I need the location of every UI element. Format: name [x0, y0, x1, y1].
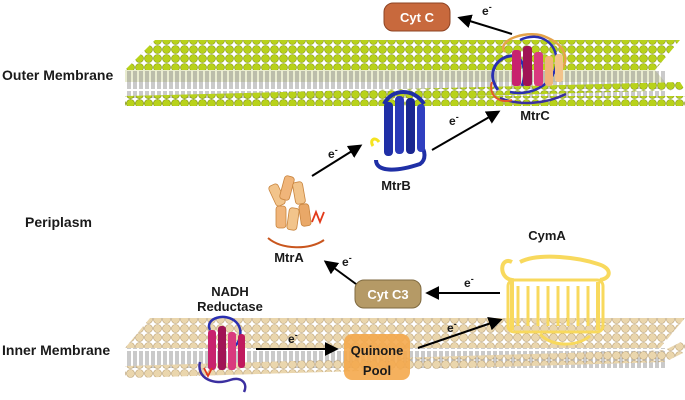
mtrb-protein [370, 90, 427, 172]
mtrb-label: MtrB [381, 178, 411, 193]
periplasm-label: Periplasm [25, 214, 92, 230]
cyt-c-box [383, 2, 451, 32]
outer-membrane-top-leaflet [125, 40, 680, 70]
electron-label: e- [447, 319, 457, 335]
electron-label: e- [464, 274, 474, 290]
mtra-label: MtrA [274, 250, 304, 265]
outer-membrane [125, 40, 685, 106]
inner-membrane-label: Inner Membrane [2, 342, 110, 358]
arrow-mtrb-to-mtrc [431, 110, 501, 151]
quinone-pool-node: Quinone Pool [344, 334, 410, 380]
outer-membrane-label: Outer Membrane [2, 67, 113, 83]
arrow-mtrc-to-cytc [457, 14, 513, 35]
cyt-c-node: Cyt C [383, 2, 451, 32]
cyma-label: CymA [528, 228, 566, 243]
arrow-cytc3-to-mtra [323, 260, 357, 285]
inner-membrane-top-leaflet [125, 318, 685, 348]
cyt-c3-node: Cyt C3 [354, 279, 422, 309]
cyt-c-label: Cyt C [400, 10, 435, 25]
mtra-protein [267, 175, 325, 249]
arrow-mtra-to-mtrb [311, 144, 363, 177]
electron-label: e- [288, 330, 298, 346]
cyma-protein [500, 254, 611, 346]
electron-label: e- [449, 112, 459, 128]
electron-label: e- [482, 2, 492, 18]
nadh-label-line2: Reductase [197, 299, 263, 314]
quinone-label-line2: Pool [363, 363, 391, 378]
electron-label: e- [328, 145, 338, 161]
mtrc-label: MtrC [520, 108, 550, 123]
electron-label: e- [342, 253, 352, 269]
nadh-label-line1: NADH [211, 284, 249, 299]
cyt-c3-box [354, 279, 422, 309]
cyt-c3-label: Cyt C3 [367, 287, 408, 302]
quinone-pool-box [344, 334, 410, 380]
arrow-quinone-to-cyma [417, 316, 503, 349]
quinone-label-line1: Quinone [351, 343, 404, 358]
mtrc-protein [490, 33, 567, 105]
nadh-reductase-protein [198, 315, 247, 393]
